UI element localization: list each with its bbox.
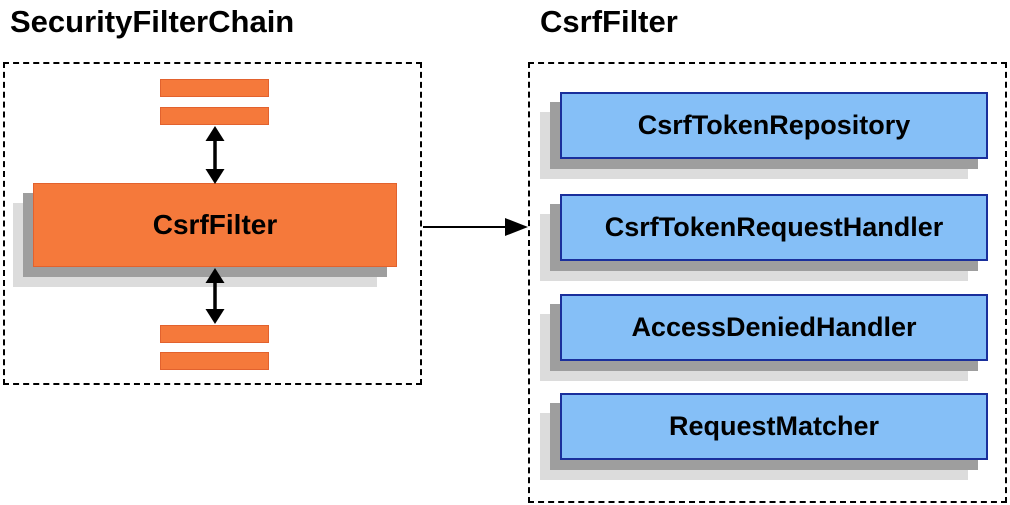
component-box-csrf-token-repository: CsrfTokenRepository [560, 92, 988, 159]
component-label: RequestMatcher [668, 411, 880, 441]
component-label: CsrfTokenRequestHandler [604, 212, 944, 242]
component-label: AccessDeniedHandler [631, 312, 917, 342]
filter-placeholder-bar [160, 352, 269, 370]
component-label: CsrfTokenRepository [637, 110, 911, 140]
right-arrow-icon [423, 218, 528, 236]
component-box-request-matcher: RequestMatcher [560, 393, 988, 460]
component-box-csrf-token-request-handler: CsrfTokenRequestHandler [560, 194, 988, 261]
csrf-filter-components-container: CsrfTokenRepository CsrfTokenRequestHand… [528, 62, 1007, 503]
security-filter-chain-container: CsrfFilter [3, 62, 422, 385]
filter-placeholder-bar [160, 325, 269, 343]
csrf-filter-box-label: CsrfFilter [152, 209, 278, 240]
csrf-filter-box: CsrfFilter [33, 183, 397, 267]
component-box-access-denied-handler: AccessDeniedHandler [560, 294, 988, 361]
security-filter-chain-title: SecurityFilterChain [10, 4, 295, 39]
csrf-filter-title: CsrfFilter [540, 4, 678, 39]
filter-placeholder-bar [160, 79, 269, 97]
filter-placeholder-bar [160, 107, 269, 125]
